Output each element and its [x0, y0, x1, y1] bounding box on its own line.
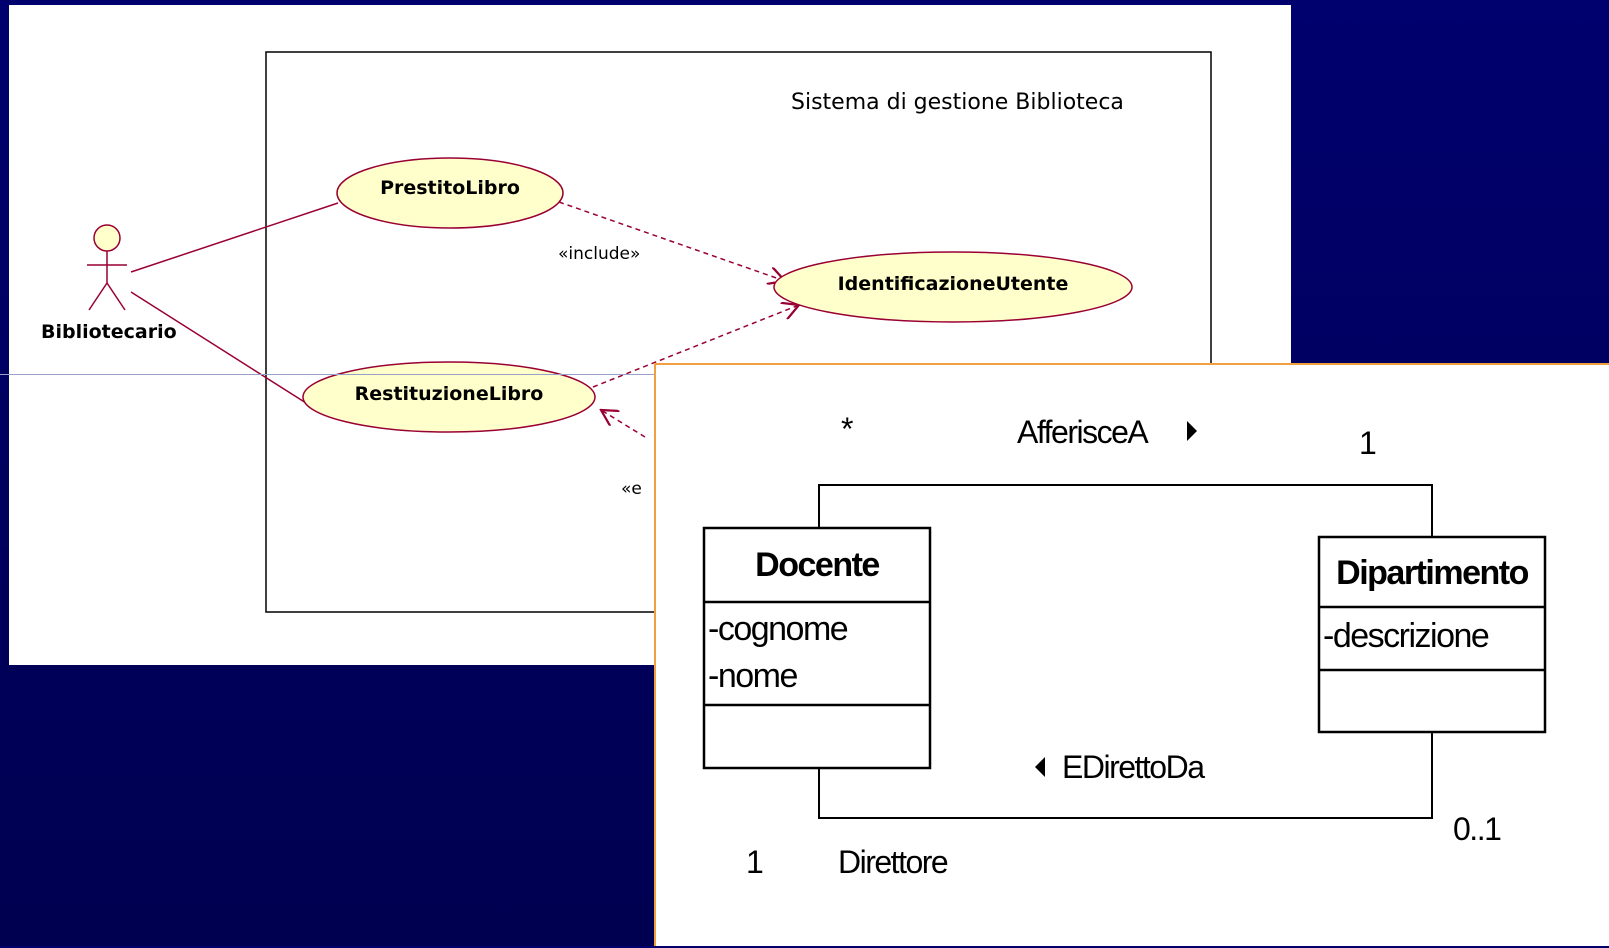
class-dipartimento-attr-descrizione: -descrizione: [1323, 617, 1489, 655]
usecase-diagram-panel: Sistema di gestione Biblioteca Bibliotec…: [9, 5, 1291, 665]
class-docente-name: Docente: [755, 546, 879, 584]
usecase-restituzione-label: RestituzioneLibro: [355, 383, 544, 405]
extend-dependency: [601, 410, 646, 438]
extend-stereotype-label: «e: [621, 479, 642, 499]
assoc-afferisce-direction-arrow: [1187, 421, 1197, 441]
class-dipartimento-name: Dipartimento: [1336, 554, 1528, 592]
divider-line: [0, 374, 654, 375]
class-diagram-panel: Docente -cognome -nome Dipartimento -des…: [654, 363, 1609, 946]
association-prestito: [130, 202, 339, 273]
association-diretto-line: [818, 732, 1433, 819]
actor-stick-figure: [87, 224, 127, 311]
usecase-diagram: Sistema di gestione Biblioteca Bibliotec…: [41, 51, 1212, 613]
association-afferisce-line: [818, 484, 1433, 537]
include-dependency-prestito: [558, 201, 785, 281]
usecase-identificazione-ellipse: [773, 251, 1133, 323]
class-docente-attr-nome: -nome: [708, 657, 797, 695]
actor-label: Bibliotecario: [41, 321, 177, 343]
association-restituzione: [130, 291, 307, 404]
assoc-afferisce-name: AfferisceA: [1017, 414, 1149, 450]
assoc-diretto-mult-dipartimento: 0..1: [1453, 811, 1501, 847]
assoc-diretto-name: EDirettoDa: [1062, 749, 1205, 785]
class-docente: Docente -cognome -nome: [702, 526, 932, 770]
assoc-diretto-mult-docente: 1: [746, 844, 763, 880]
usecase-prestito-label: PrestitoLibro: [380, 177, 520, 199]
usecase-prestito-ellipse: [336, 157, 564, 229]
assoc-diretto-direction-arrow: [1035, 757, 1045, 777]
usecase-identificazione-label: IdentificazioneUtente: [838, 273, 1069, 295]
usecase-restituzione-ellipse: [302, 361, 596, 433]
assoc-diretto-role-docente: Direttore: [838, 844, 948, 880]
class-diagram: Docente -cognome -nome Dipartimento -des…: [702, 411, 1547, 880]
assoc-afferisce-mult-dipartimento: 1: [1359, 425, 1376, 461]
class-dipartimento: Dipartimento -descrizione: [1317, 535, 1547, 734]
include-dependency-restituzione: [592, 305, 799, 388]
assoc-afferisce-mult-docente: *: [841, 411, 853, 447]
include-stereotype-label: «include»: [558, 244, 640, 264]
system-title: Sistema di gestione Biblioteca: [791, 90, 1124, 115]
class-docente-attr-cognome: -cognome: [708, 610, 848, 648]
